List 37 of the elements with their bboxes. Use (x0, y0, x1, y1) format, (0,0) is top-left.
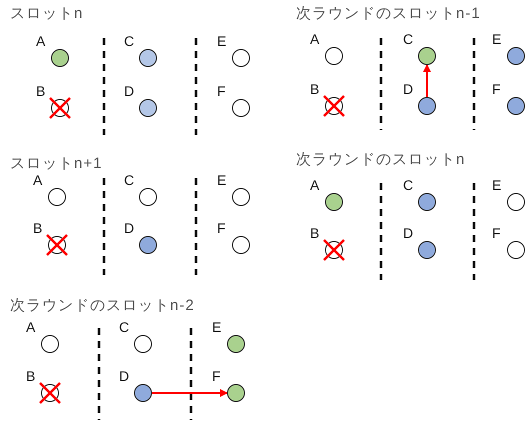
node-letter: D (124, 84, 134, 98)
node-letter: D (124, 221, 134, 235)
node-letter: E (217, 173, 226, 187)
node-letter: A (310, 32, 320, 46)
arrow (423, 64, 431, 97)
node-letter: B (26, 369, 36, 383)
node-letter: C (119, 320, 130, 334)
node-letter: E (212, 320, 222, 334)
panel-title: 次ラウンドのスロットn (296, 150, 466, 169)
node-letter: D (403, 226, 414, 240)
node-letter: F (217, 84, 226, 98)
node-letter: A (310, 178, 320, 192)
node-letter: E (492, 32, 502, 46)
node-letter: E (217, 34, 226, 48)
node-letter: C (124, 34, 134, 48)
panel-title: スロットn+1 (10, 154, 102, 173)
arrow (152, 389, 228, 397)
node-letter: A (26, 320, 36, 334)
node-letter: D (119, 369, 130, 383)
node-letter: D (403, 82, 414, 96)
node-letter: C (403, 178, 414, 192)
node-letter: A (36, 34, 46, 48)
node-letter: C (403, 32, 414, 46)
panel-title: 次ラウンドのスロットn-1 (296, 4, 481, 23)
node-letter: B (33, 221, 42, 235)
panel-title: 次ラウンドのスロットn-2 (10, 296, 195, 315)
panel-title: スロットn (10, 4, 84, 23)
node-letter: F (217, 221, 226, 235)
node-letter: C (124, 173, 134, 187)
node-letter: F (212, 369, 221, 383)
node-letter: E (492, 178, 502, 192)
node-letter: B (310, 82, 320, 96)
node-letter: B (310, 226, 320, 240)
node-letter: A (33, 173, 42, 187)
node-letter: F (492, 82, 501, 96)
node-letter: F (492, 226, 501, 240)
node-letter: B (36, 84, 46, 98)
